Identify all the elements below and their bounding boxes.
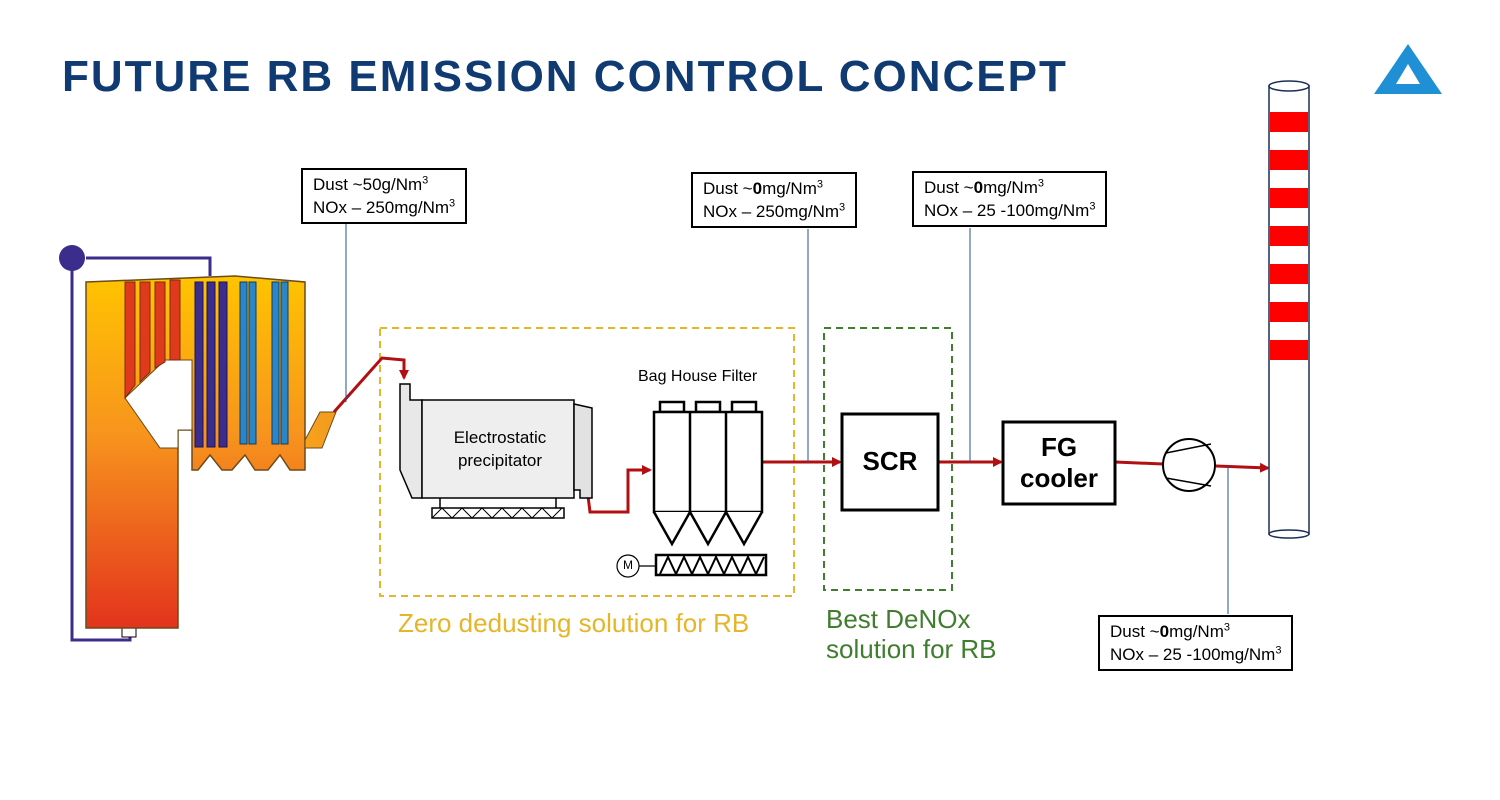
zero-dedusting-region: [379, 327, 795, 597]
scr-label: SCR: [862, 446, 918, 476]
denox-caption: Best DeNOx solution for RB: [826, 604, 997, 664]
denox-region: [823, 327, 953, 591]
stack: [1268, 80, 1310, 539]
esp-label: Electrostatic precipitator: [453, 428, 547, 470]
measurement-box-after-scr: Dust ~0mg/Nm3 NOx – 25 -100mg/Nm3: [912, 171, 1108, 227]
steam-drum-icon: [59, 245, 85, 271]
bag-house-filter: [616, 400, 768, 578]
measurement-box-stack-inlet: Dust ~0mg/Nm3 NOx – 25 -100mg/Nm3: [1098, 615, 1294, 671]
measurement-leaders: [345, 224, 1229, 614]
zero-dedusting-caption: Zero dedusting solution for RB: [398, 608, 750, 638]
motor-label: M: [623, 558, 633, 572]
circulation-loop: [59, 245, 212, 642]
page-title: FUTURE RB EMISSION CONTROL CONCEPT: [62, 52, 1068, 101]
company-logo: [1374, 44, 1442, 94]
measurement-box-after-filter: Dust ~0mg/Nm3 NOx – 250mg/Nm3: [691, 172, 858, 228]
recovery-boiler: [85, 275, 337, 629]
fg-cooler-label: FG cooler: [1019, 432, 1099, 493]
fg-cooler: [1001, 420, 1117, 506]
scr-reactor: [840, 412, 940, 512]
electrostatic-precipitator: [399, 383, 593, 519]
measurement-box-boiler-outlet: Dust ~50g/Nm3 NOx – 250mg/Nm3: [301, 168, 468, 224]
id-fan-icon: [1162, 438, 1216, 492]
baghouse-label: Bag House Filter: [638, 368, 758, 385]
